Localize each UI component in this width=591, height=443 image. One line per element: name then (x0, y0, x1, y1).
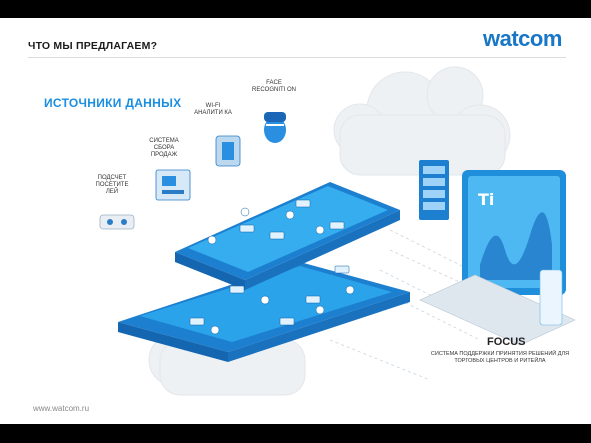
upper-platform (175, 182, 400, 290)
visitor-count-label: ПОДСЧЕТ ПОСЕТИТЕ ЛЕЙ (95, 175, 129, 195)
face-recognition-icon (264, 112, 286, 143)
server-icon (419, 160, 449, 220)
data-sources-heading: ИСТОЧНИКИ ДАННЫХ (44, 96, 182, 110)
bottom-letterbox (0, 424, 591, 443)
footer-url[interactable]: www.watcom.ru (33, 404, 90, 413)
wifi-router-icon (215, 135, 241, 167)
focus-title: FOCUS (487, 336, 526, 348)
face-recognition-label: FACE RECOGNITI ON (252, 80, 297, 93)
watcom-logo: watcom (483, 26, 562, 51)
page-title: ЧТО МЫ ПРЕДЛАГАЕМ? (28, 40, 158, 52)
header-divider (28, 57, 566, 58)
svg-text:Ti: Ti (478, 190, 494, 209)
visitor-counter-icon (99, 214, 135, 230)
laptop-dashboard-icon: Ti (419, 170, 576, 346)
top-letterbox (0, 0, 591, 18)
pos-terminal-icon (155, 169, 191, 201)
wifi-analytics-label: WI-FI АНАЛИТИ КА (194, 103, 232, 116)
focus-description: СИСТЕМА ПОДДЕРЖКИ ПРИНЯТИЯ РЕШЕНИЙ ДЛЯ Т… (430, 351, 570, 364)
cloud-icon (333, 66, 511, 176)
sales-system-label: СИСТЕМА СБОРА ПРОДАЖ (149, 138, 179, 158)
